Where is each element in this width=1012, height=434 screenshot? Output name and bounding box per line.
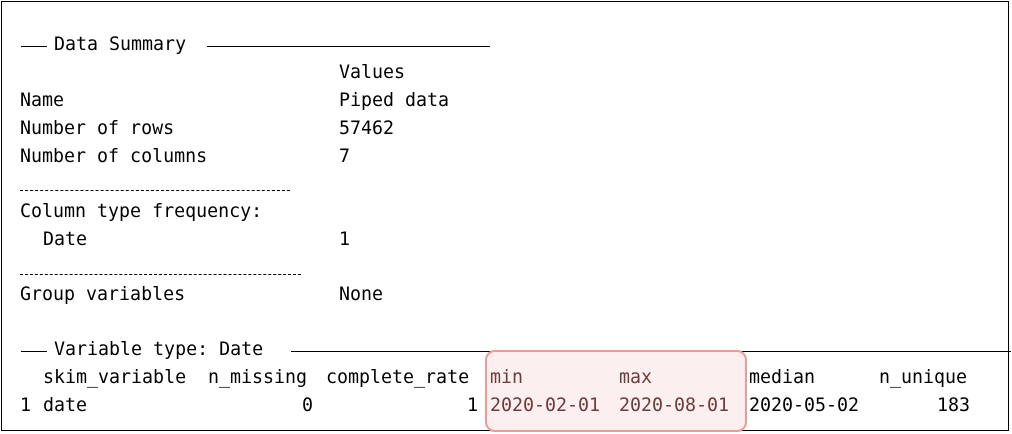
row-min: 2020-02-01 <box>490 395 601 416</box>
section-rule-left <box>21 351 47 352</box>
header-complete-rate: complete_rate <box>326 367 470 388</box>
summary-row-ncols-label: Number of columns <box>20 146 208 167</box>
row-index: 1 <box>20 395 32 416</box>
summary-row-name-label: Name <box>20 90 65 111</box>
row-skim-variable: date <box>43 395 88 416</box>
row-n-unique: 183 <box>937 395 971 416</box>
header-n-missing: n_missing <box>208 367 308 388</box>
summary-row-name-value: Piped data <box>339 90 450 111</box>
header-max: max <box>619 367 653 388</box>
column-type-date-value: 1 <box>339 229 351 250</box>
section-rule-left <box>21 46 47 47</box>
variable-type-title: Variable type: Date <box>54 339 264 360</box>
row-n-missing: 0 <box>302 395 314 416</box>
row-max: 2020-08-01 <box>619 395 730 416</box>
divider <box>20 274 301 275</box>
group-variables-label: Group variables <box>20 284 186 305</box>
summary-row-nrows-value: 57462 <box>339 118 395 139</box>
values-header: Values <box>339 62 406 83</box>
header-skim-variable: skim_variable <box>43 367 187 388</box>
row-median: 2020-05-02 <box>749 395 860 416</box>
summary-row-nrows-label: Number of rows <box>20 118 175 139</box>
header-median: median <box>749 367 816 388</box>
column-type-date-label: Date <box>43 229 88 250</box>
group-variables-value: None <box>339 284 384 305</box>
data-summary-title: Data Summary <box>54 34 187 55</box>
section-rule-right <box>207 46 490 47</box>
column-type-frequency-label: Column type frequency: <box>20 201 263 222</box>
min-max-highlight <box>485 350 747 432</box>
header-n-unique: n_unique <box>879 367 968 388</box>
header-min: min <box>490 367 524 388</box>
row-complete-rate: 1 <box>467 395 479 416</box>
divider <box>20 190 290 191</box>
summary-row-ncols-value: 7 <box>339 146 351 167</box>
